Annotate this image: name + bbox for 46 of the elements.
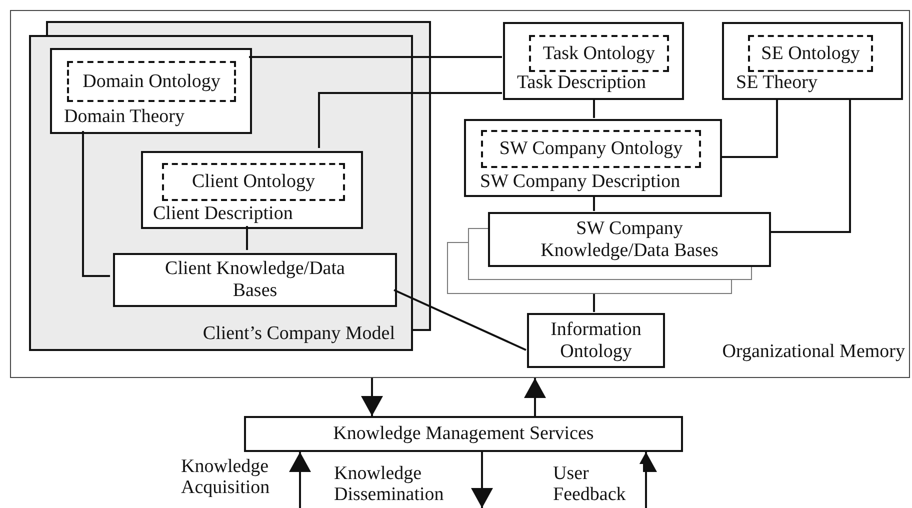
arrow xyxy=(471,452,493,508)
node-label: Task Ontology xyxy=(542,42,656,64)
process-box xyxy=(141,151,363,229)
node-label: Client’s Company Model xyxy=(202,323,395,345)
process-box xyxy=(503,22,684,100)
node-label: SW Company Ontology xyxy=(499,138,683,160)
process-box xyxy=(464,119,722,197)
arrow xyxy=(524,378,546,416)
node-label: Client Description xyxy=(153,203,293,225)
node-label: SW Company Knowledge/Data Bases xyxy=(540,218,720,262)
node-label: Domain Ontology xyxy=(82,70,220,92)
process-box xyxy=(113,253,397,307)
arrow xyxy=(361,378,383,416)
process-box xyxy=(488,212,771,267)
node-label: Knowledge Management Services xyxy=(333,423,594,445)
connector-line xyxy=(249,56,502,58)
node-label: SE Theory xyxy=(736,72,818,94)
model-panel xyxy=(29,35,413,351)
node-label: Information Ontology xyxy=(550,318,642,362)
connector-line xyxy=(246,226,248,250)
arrow xyxy=(289,452,311,508)
connector-line xyxy=(593,196,595,211)
connector-line xyxy=(721,99,778,158)
ontology-box xyxy=(67,61,236,102)
node-label: Domain Theory xyxy=(64,106,184,128)
connector-line xyxy=(318,92,502,148)
process-box xyxy=(50,48,252,134)
node-label: Task Description xyxy=(517,72,646,94)
ontology-box xyxy=(481,130,701,168)
node-label: Organizational Memory xyxy=(722,341,905,363)
connector-line xyxy=(593,294,595,312)
node-label: Client Ontology xyxy=(192,171,315,193)
ontology-box xyxy=(162,163,345,201)
connector-line xyxy=(770,99,851,233)
node-label: Client Knowledge/Data Bases xyxy=(164,258,346,302)
node-label: SE Ontology xyxy=(761,42,860,64)
ontology-box xyxy=(748,35,873,72)
process-box xyxy=(722,22,903,100)
connector-line xyxy=(593,99,595,118)
connector-line xyxy=(82,131,110,277)
services-box xyxy=(244,416,683,452)
connector-line xyxy=(394,289,526,351)
ontology-box xyxy=(529,35,669,72)
process-box xyxy=(527,313,665,368)
node-label: SW Company Description xyxy=(480,171,680,193)
memory-frame xyxy=(10,10,910,378)
